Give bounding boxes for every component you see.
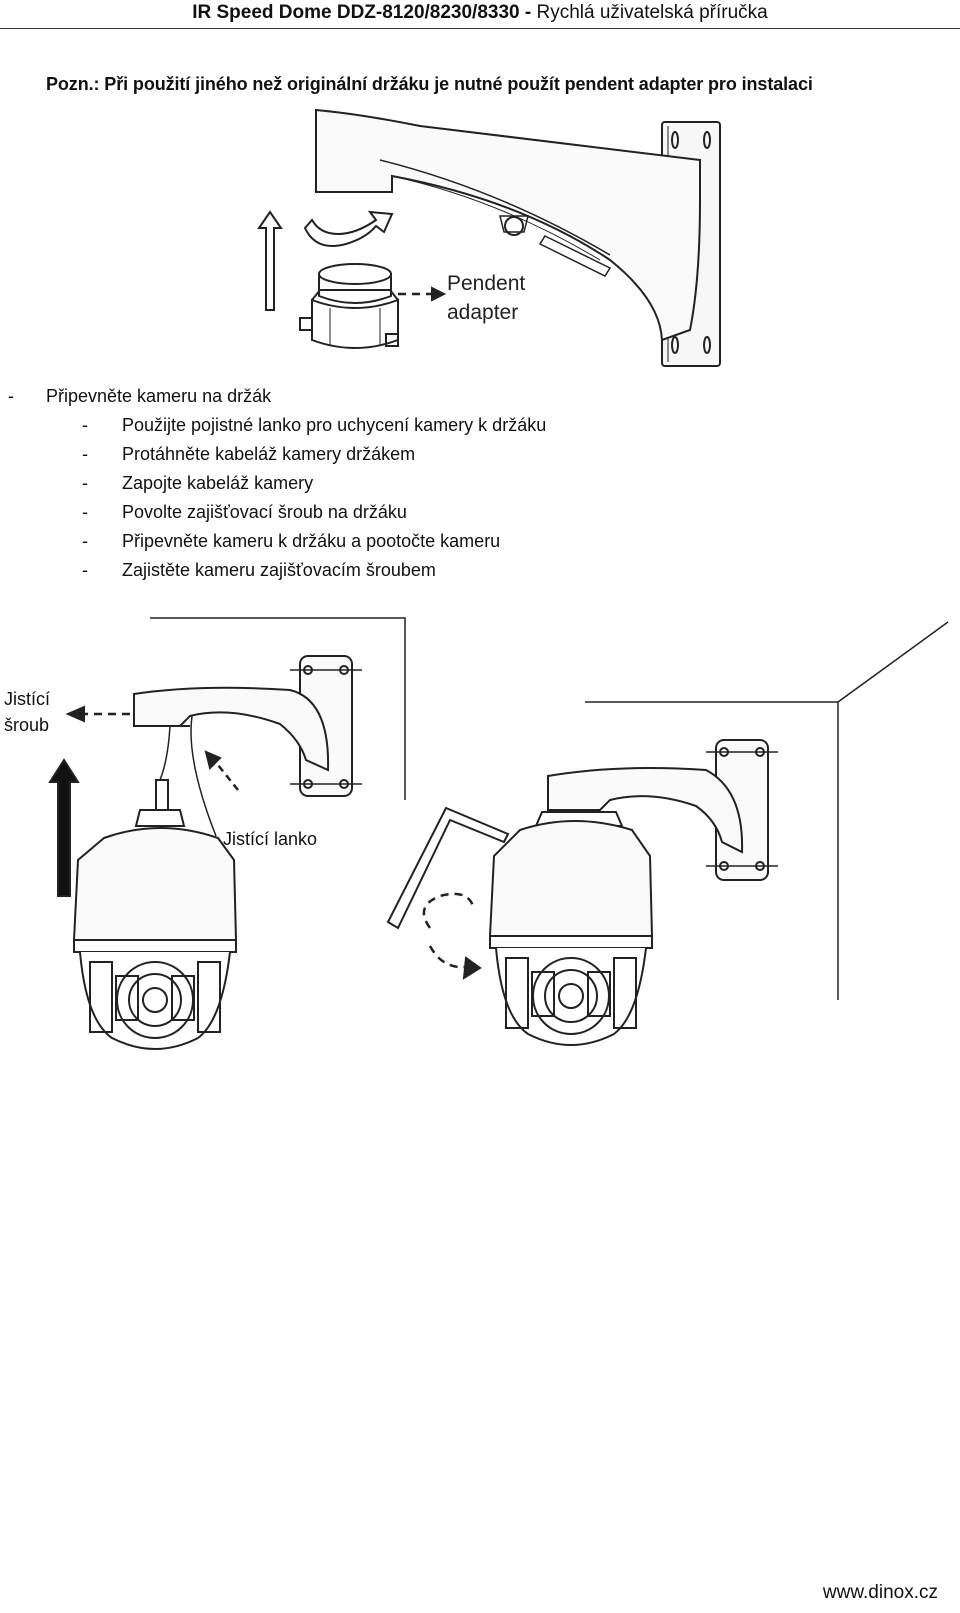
- list-dash: -: [82, 531, 88, 551]
- screw-label-line2: šroub: [4, 715, 50, 735]
- list-dash: -: [82, 502, 88, 522]
- pendent-adapter-illustration: Pendent adapter: [257, 108, 721, 367]
- note-text: Při použití jiného než originální držáku…: [99, 74, 813, 94]
- list-item: - Povolte zajišťovací šroub na držáku: [82, 502, 407, 523]
- list-item: - Protáhněte kabeláž kamery držákem: [82, 444, 415, 465]
- list-item-text: Použijte pojistné lanko pro uchycení kam…: [122, 415, 547, 435]
- list-dash: -: [8, 386, 14, 406]
- screw-label: Jistící šroub: [4, 686, 50, 738]
- page-header: IR Speed Dome DDZ-8120/8230/8330 - Rychl…: [0, 0, 960, 29]
- header-title-model: IR Speed Dome DDZ-8120/8230/8330 -: [192, 2, 532, 23]
- list-item: - Zapojte kabeláž kamery: [82, 473, 313, 494]
- list-dash: -: [82, 415, 88, 435]
- footer-website: www.dinox.cz: [822, 1582, 938, 1603]
- list-dash: -: [82, 473, 88, 493]
- pendent-label-line2: adapter: [447, 301, 518, 324]
- list-item: - Použijte pojistné lanko pro uchycení ka…: [82, 415, 546, 436]
- list-item: - Zajistěte kameru zajišťovacím šroubem: [82, 560, 436, 581]
- note-prefix: Pozn.:: [46, 74, 100, 94]
- screw-label-line1: Jistící: [4, 689, 51, 709]
- camera-mounting-illustration: [48, 617, 949, 1050]
- installation-note: Pozn.: Při použití jiného než originální…: [46, 74, 813, 95]
- pendent-label-line1: Pendent: [447, 272, 525, 295]
- list-item-text: Zapojte kabeláž kamery: [122, 473, 314, 493]
- step-main-text: Připevněte kameru na držák: [46, 386, 272, 406]
- step-main: - Připevněte kameru na držák: [8, 386, 271, 407]
- list-item-text: Zajistěte kameru zajišťovacím šroubem: [122, 560, 436, 580]
- list-item-text: Připevněte kameru k držáku a pootočte ka…: [122, 531, 501, 551]
- header-title-rest: Rychlá uživatelská příručka: [531, 2, 768, 23]
- list-dash: -: [82, 560, 88, 580]
- list-item-text: Povolte zajišťovací šroub na držáku: [122, 502, 407, 522]
- list-item: - Připevněte kameru k držáku a pootočte k…: [82, 531, 500, 552]
- list-dash: -: [82, 444, 88, 464]
- list-item-text: Protáhněte kabeláž kamery držákem: [122, 444, 416, 464]
- cable-label: Jistící lanko: [223, 829, 318, 849]
